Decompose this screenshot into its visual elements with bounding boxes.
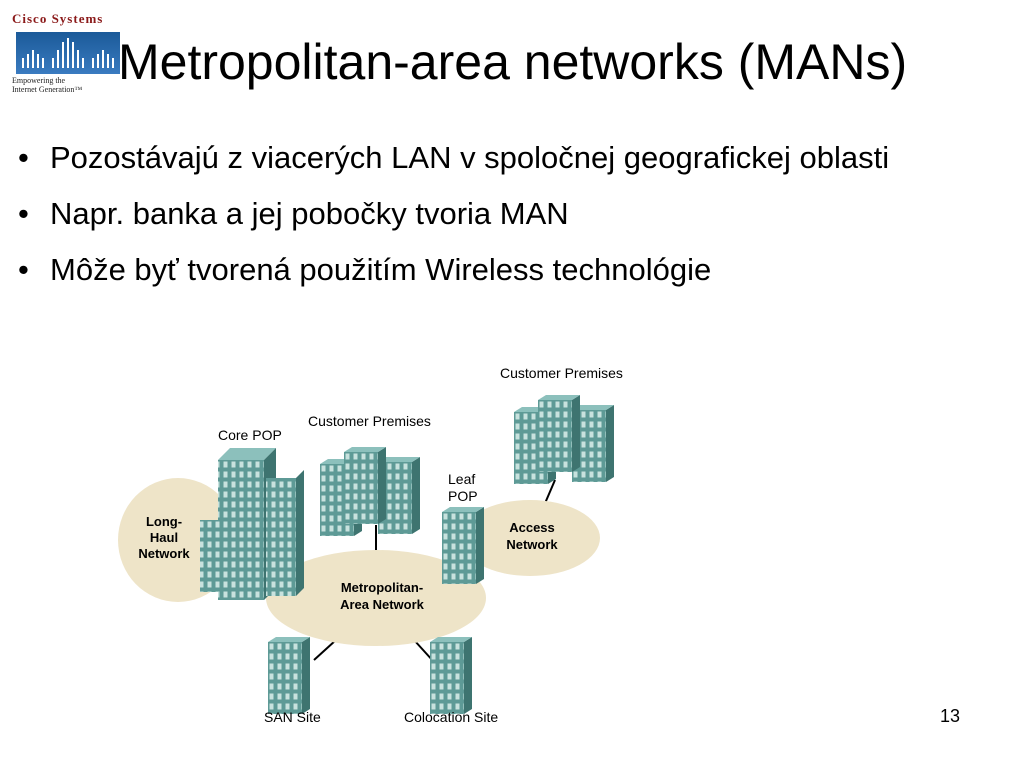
bullet-list: Pozostávajú z viacerých LAN v spoločnej … (18, 138, 978, 306)
logo-brand: Cisco Systems (12, 11, 104, 26)
customer-premises-label-1: Customer Premises (308, 413, 431, 429)
colocation-site-building (430, 637, 472, 714)
bullet-item: Môže byť tvorená použitím Wireless techn… (18, 250, 978, 290)
slide-title: Metropolitan-area networks (MANs) (118, 34, 908, 90)
core-pop-label: Core POP (218, 427, 282, 443)
customer-premises-label-2: Customer Premises (500, 365, 623, 381)
metropolitan-area-network (266, 550, 486, 646)
bridge-icon (22, 38, 114, 68)
logo-bridge-graphic (16, 32, 120, 74)
access-network (460, 500, 600, 576)
logo-tagline-2: Internet Generation™ (12, 85, 83, 94)
man-label-2: Area Network (340, 597, 425, 612)
long-haul-label-3: Network (138, 546, 190, 561)
bullet-item: Pozostávajú z viacerých LAN v spoločnej … (18, 138, 978, 178)
logo-tagline: Empowering the Internet Generation™ (12, 76, 136, 94)
long-haul-label-1: Long- (146, 514, 182, 529)
man-label-1: Metropolitan- (341, 580, 423, 595)
customer-premises-building-2 (514, 395, 614, 484)
customer-premises-building-1 (320, 447, 420, 536)
leaf-pop-label-1: Leaf (448, 471, 475, 487)
slide-number: 13 (940, 706, 961, 726)
san-site-label: SAN Site (264, 709, 321, 725)
logo-tagline-1: Empowering the (12, 76, 66, 85)
colocation-site-label: Colocation Site (404, 709, 498, 725)
core-pop-building (200, 448, 304, 600)
link-line (313, 639, 337, 661)
cisco-logo: Cisco Systems Empowering the Internet Ge… (12, 12, 124, 96)
san-site-building (268, 637, 310, 714)
leaf-pop-label-2: POP (448, 488, 478, 504)
access-label-1: Access (509, 520, 555, 535)
long-haul-label-2: Haul (150, 530, 178, 545)
man-diagram: Long- Haul Network Access Network Metrop… (118, 365, 623, 725)
leaf-pop-building (442, 507, 484, 584)
bullet-item: Napr. banka a jej pobočky tvoria MAN (18, 194, 978, 234)
access-label-2: Network (506, 537, 558, 552)
